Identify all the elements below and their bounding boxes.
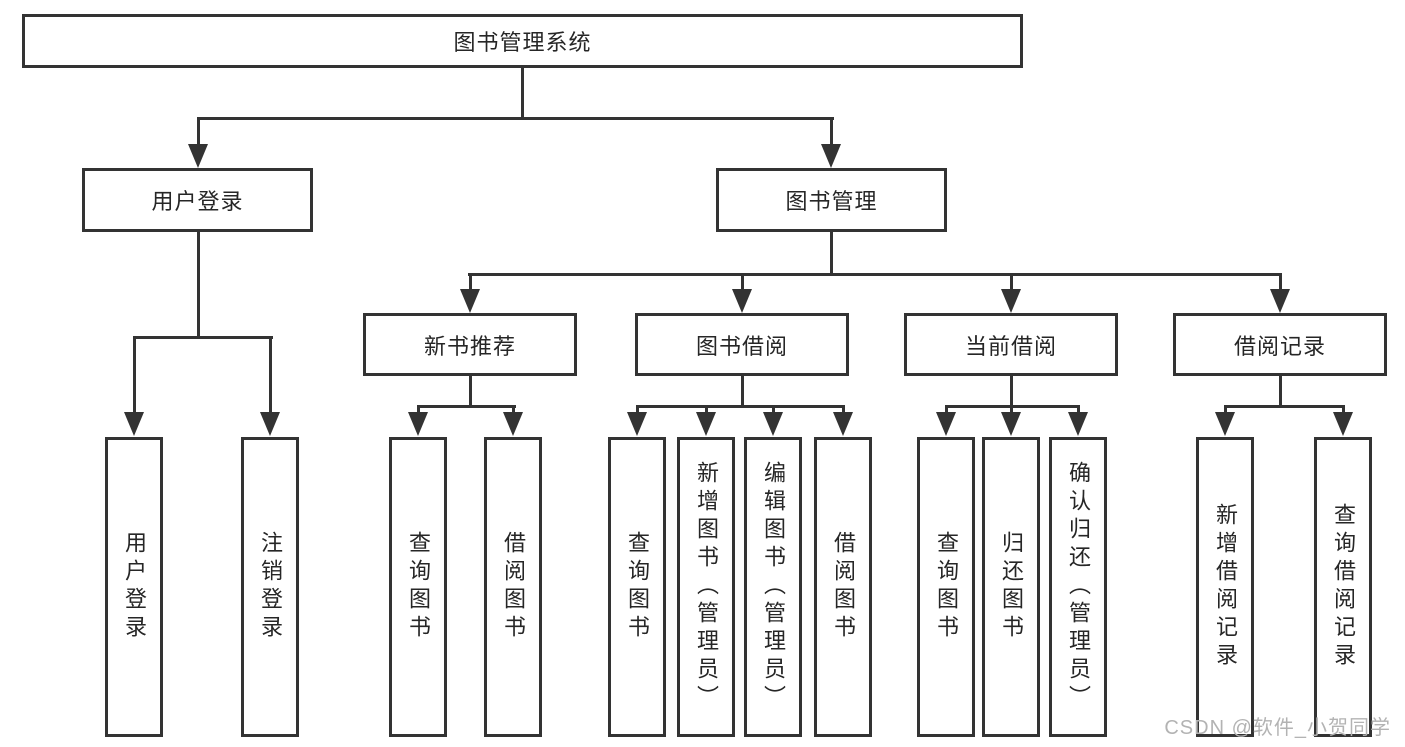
- edge-to-leaf-user-login: [133, 336, 136, 422]
- edge-user-login-stem: [197, 232, 200, 339]
- arrowhead-user-login: [188, 144, 208, 168]
- leaf-user-login: 用户登录: [105, 437, 163, 737]
- leaf-borrow-books-label: 借阅图书: [831, 531, 856, 643]
- arrowhead-leaf-add-record: [1215, 412, 1235, 436]
- arrowhead-leaf-edit-books: [763, 412, 783, 436]
- leaf-edit-books-admin: 编辑图书（管理员）: [744, 437, 802, 737]
- edge-root-to-user-login: [197, 117, 200, 151]
- leaf-add-books-admin-label: 新增图书（管理员）: [694, 461, 719, 713]
- leaf-query-borrow-record: 查询借阅记录: [1314, 437, 1372, 737]
- edge-borrow-records-stem: [1279, 376, 1282, 408]
- csdn-watermark: CSDN @软件_小贺同学: [1164, 717, 1391, 739]
- arrowhead-book-management: [821, 144, 841, 168]
- node-root-label: 图书管理系统: [453, 30, 592, 55]
- edge-to-borrow-records: [1279, 273, 1282, 297]
- leaf-return-books-label: 归还图书: [999, 531, 1024, 643]
- leaf-borrow-books-recommend: 借阅图书: [484, 437, 542, 737]
- edge-borrow-records-rail: [1224, 405, 1345, 408]
- leaf-borrow-books-recommend-label: 借阅图书: [501, 531, 526, 643]
- node-current-borrow-label: 当前借阅: [964, 333, 1057, 359]
- edge-book-management-stem: [830, 232, 833, 276]
- node-current-borrow: 当前借阅: [904, 313, 1118, 376]
- edge-user-login-rail: [133, 336, 273, 339]
- node-new-book-recommend-label: 新书推荐: [423, 333, 516, 359]
- edge-to-leaf-logout: [269, 336, 272, 422]
- leaf-add-books-admin: 新增图书（管理员）: [677, 437, 735, 737]
- node-borrow-records-label: 借阅记录: [1233, 333, 1326, 359]
- leaf-add-borrow-record: 新增借阅记录: [1196, 437, 1254, 737]
- leaf-query-books-borrow: 查询图书: [608, 437, 666, 737]
- edge-new-book-recommend-stem: [469, 376, 472, 408]
- leaf-borrow-books: 借阅图书: [814, 437, 872, 737]
- leaf-confirm-return-admin: 确认归还（管理员）: [1049, 437, 1107, 737]
- node-root-system: 图书管理系统: [22, 14, 1023, 68]
- node-book-borrow: 图书借阅: [635, 313, 849, 376]
- arrowhead-new-book-recommend: [460, 289, 480, 313]
- node-user-login-label: 用户登录: [151, 189, 244, 214]
- leaf-query-books-recommend-label: 查询图书: [406, 531, 431, 643]
- edge-to-current-borrow: [1010, 273, 1013, 297]
- edge-to-book-borrow: [741, 273, 744, 297]
- arrowhead-borrow-records: [1270, 289, 1290, 313]
- leaf-confirm-return-admin-label: 确认归还（管理员）: [1066, 461, 1091, 713]
- arrowhead-leaf-query-record: [1333, 412, 1353, 436]
- edge-current-borrow-stem: [1010, 376, 1013, 408]
- leaf-query-books-current: 查询图书: [917, 437, 975, 737]
- arrowhead-leaf-borrow-books: [833, 412, 853, 436]
- node-book-management-label: 图书管理: [785, 189, 878, 214]
- arrowhead-leaf-borrow-recommend: [503, 412, 523, 436]
- arrowhead-leaf-confirm-return: [1068, 412, 1088, 436]
- arrowhead-leaf-return-books: [1001, 412, 1021, 436]
- leaf-query-books-borrow-label: 查询图书: [625, 531, 650, 643]
- edge-root-stem: [521, 68, 524, 120]
- leaf-query-books-current-label: 查询图书: [934, 531, 959, 643]
- arrowhead-leaf-query-current: [936, 412, 956, 436]
- leaf-user-login-label: 用户登录: [122, 531, 147, 643]
- edge-root-to-book-management: [830, 117, 833, 151]
- arrowhead-leaf-query-recommend: [408, 412, 428, 436]
- arrowhead-leaf-user-login: [124, 412, 144, 436]
- node-book-management: 图书管理: [716, 168, 947, 232]
- leaf-edit-books-admin-label: 编辑图书（管理员）: [761, 461, 786, 713]
- edge-book-borrow-stem: [741, 376, 744, 408]
- arrowhead-leaf-logout: [260, 412, 280, 436]
- leaf-logout-label: 注销登录: [258, 531, 283, 643]
- leaf-return-books: 归还图书: [982, 437, 1040, 737]
- node-user-login: 用户登录: [82, 168, 313, 232]
- leaf-add-borrow-record-label: 新增借阅记录: [1213, 503, 1238, 671]
- edge-root-rail: [197, 117, 834, 120]
- node-new-book-recommend: 新书推荐: [363, 313, 577, 376]
- arrowhead-leaf-add-books: [696, 412, 716, 436]
- node-book-borrow-label: 图书借阅: [695, 333, 788, 359]
- arrowhead-current-borrow: [1001, 289, 1021, 313]
- leaf-query-borrow-record-label: 查询借阅记录: [1331, 503, 1356, 671]
- arrowhead-leaf-query-borrow: [627, 412, 647, 436]
- edge-book-management-rail: [468, 273, 1282, 276]
- arrowhead-book-borrow: [732, 289, 752, 313]
- leaf-logout: 注销登录: [241, 437, 299, 737]
- node-borrow-records: 借阅记录: [1173, 313, 1387, 376]
- edge-new-book-recommend-rail: [417, 405, 516, 408]
- leaf-query-books-recommend: 查询图书: [389, 437, 447, 737]
- edge-to-new-book-recommend: [469, 273, 472, 297]
- edge-book-borrow-rail: [636, 405, 845, 408]
